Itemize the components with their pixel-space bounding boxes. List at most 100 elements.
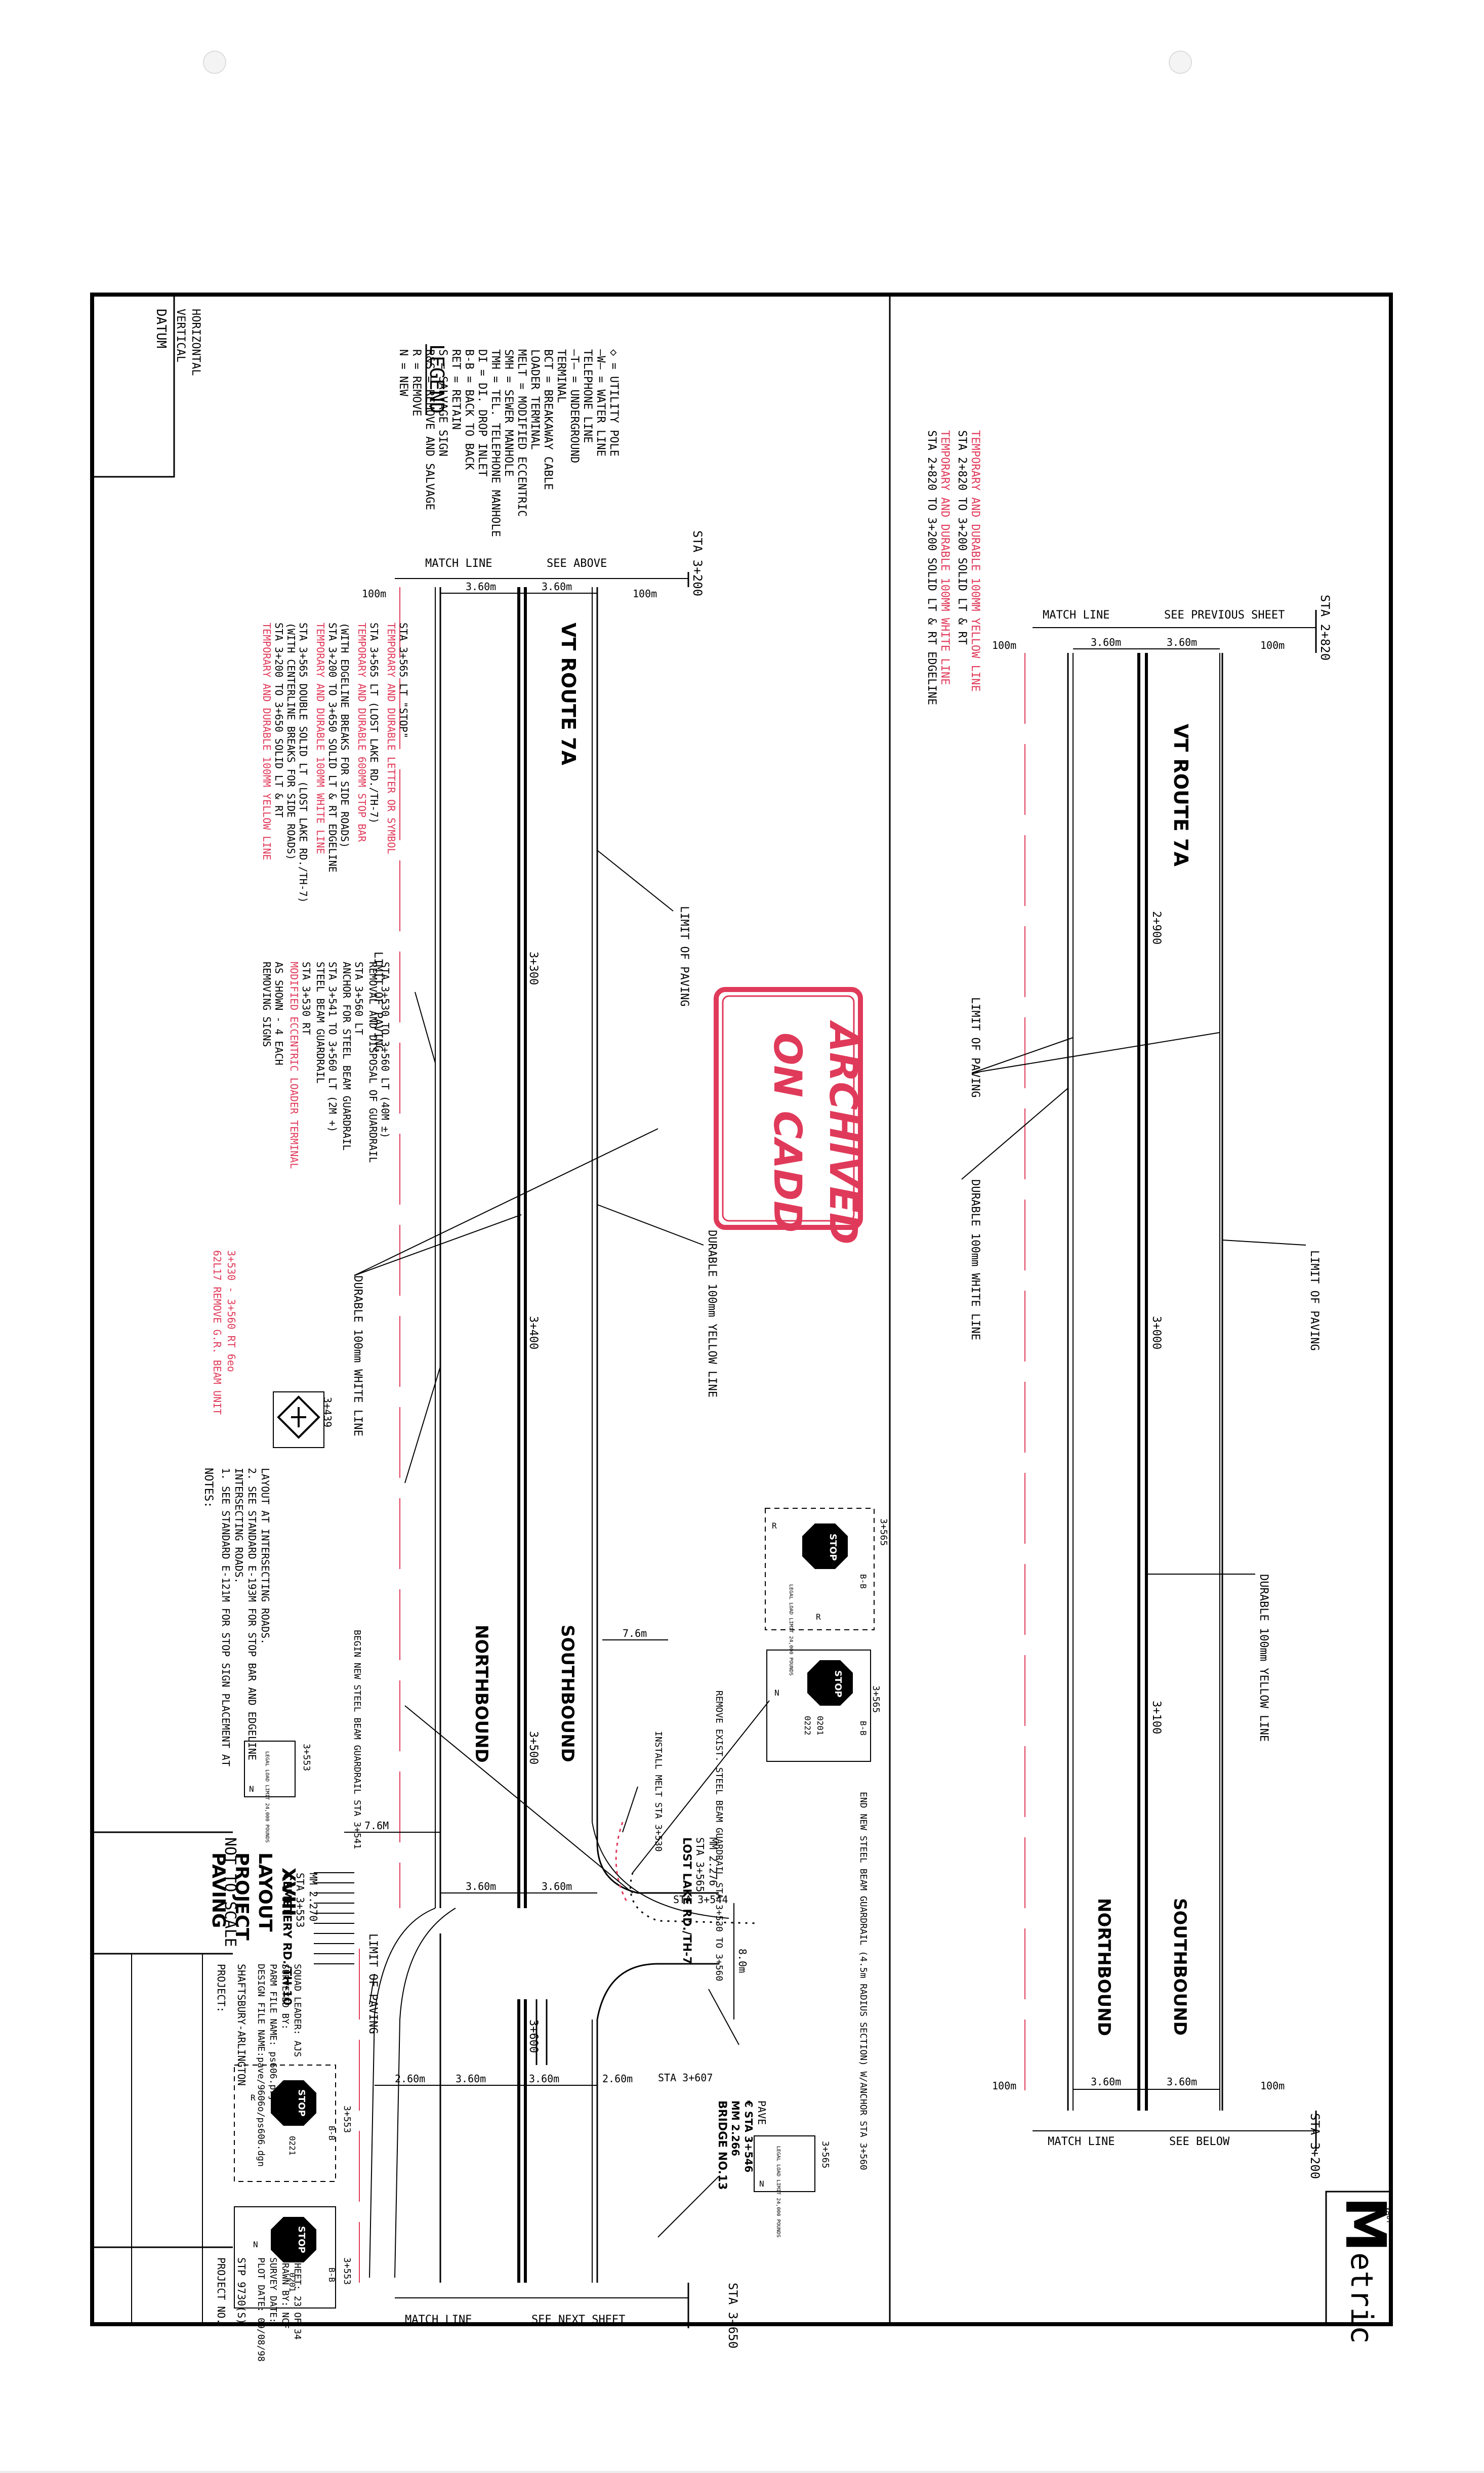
- surveyed-by: SURVEYED BY:: [280, 1964, 291, 2030]
- quantity-line: TEMPORARY AND DURABLE LETTER OR SYMBOL: [385, 623, 397, 854]
- sign-code: 0201: [815, 1716, 825, 1736]
- datum-vertical: VERTICAL: [174, 309, 187, 362]
- stop-sign-icon: [271, 2217, 316, 2262]
- left-sta-3544: STA 3+544: [673, 1893, 728, 1906]
- remove-guardrail-note: REMOVE EXIST. STEEL BEAM GUARDRAIL STA 3…: [714, 1691, 724, 1981]
- left-dim-76b: 7.6M: [364, 1820, 389, 1832]
- left-dim-76: 7.6m: [623, 1627, 647, 1639]
- bridge-label: BRIDGE NO.13 MM 2.266 € STA 3+546 PAVE: [716, 2100, 768, 2190]
- legend-item: SMH = SEWER MANHOLE: [502, 349, 515, 477]
- title-line3: LAYOUT: [255, 1852, 275, 1932]
- left-lane-width: 3.60m: [529, 2073, 559, 2085]
- sign-n: N: [249, 1784, 254, 1794]
- project-number-block: PROJECT NO. STP 9730(S) PLOT DATE: 09/08…: [215, 2257, 303, 2362]
- notes-title: NOTES:: [202, 1468, 215, 1508]
- note-line: 2. SEE STANDARD E-193M FOR STOP BAR AND …: [246, 1468, 258, 1760]
- right-lane-width: 3.60m: [1167, 636, 1197, 648]
- left-callout-paving: LIMIT OF PAVING: [678, 906, 690, 1007]
- datum-block: DATUM VERTICAL HORIZONTAL: [153, 309, 202, 376]
- left-lane-width: 3.60m: [456, 2073, 486, 2085]
- parm-file: PARM FILE NAME: ps606.prj: [268, 1964, 278, 2101]
- weight-sign-text: LEGAL LOAD LIMIT 24,000 POUNDS: [775, 2146, 781, 2238]
- note-line: LAYOUT AT INTERSECTING ROADS.: [259, 1468, 271, 1644]
- logo-text: etric: [1344, 2252, 1379, 2344]
- left-callout-yellow: DURABLE 100mm YELLOW LINE: [706, 1230, 718, 1397]
- quantity-line: STA 3+530 TO 3+560 LT (40M ±): [379, 962, 391, 1138]
- sign-r: R: [816, 1612, 821, 1622]
- legend-item: B-B = BACK TO BACK: [463, 349, 475, 470]
- left-panel-road: [314, 572, 770, 2328]
- right-see-bottom: SEE BELOW: [1169, 2135, 1230, 2148]
- right-southbound: SOUTHBOUND: [1170, 1898, 1190, 2036]
- bridge-mm: MM 2.266: [729, 2100, 741, 2156]
- left-dim-260: 2.60m: [602, 2073, 633, 2085]
- title-line1: PAVING: [208, 1852, 229, 1928]
- vaot-logo: M VAOT etric: [1333, 2197, 1398, 2344]
- stamp-line1: ARCHIVED: [821, 1020, 866, 1245]
- quantity-line: MODIFIED ECCENTRIC LOADER TERMINAL: [288, 962, 300, 1169]
- sign-sta: 3+565: [878, 1518, 889, 1546]
- project-no: STP 9730(S): [235, 2257, 248, 2324]
- sheet-number: SHEET: 23 OF 34: [292, 2257, 303, 2340]
- title-line2: PROJECT: [231, 1852, 252, 1941]
- right-sta-start: STA 2+820: [1318, 595, 1332, 661]
- project-label: PROJECT:: [215, 1964, 227, 2012]
- sign-code: 0222: [803, 1716, 812, 1736]
- legend-item: BCT = BREAKAWAY CABLE: [542, 349, 554, 490]
- quantity-line: STA 3+530 RT: [300, 962, 312, 1035]
- right-callout-yellow: DURABLE 100mm YELLOW LINE: [1257, 1574, 1270, 1742]
- quantity-line: AS SHOWN - 4 EACH: [273, 962, 285, 1065]
- install-melt-note: INSTALL MELT STA 3+530: [653, 1731, 664, 1851]
- right-offset: 100m: [1260, 2080, 1285, 2092]
- archived-stamp: ARCHIVED ON CADD: [765, 1020, 866, 1245]
- note-line: 1. SEE STANDARD E-121M FOR STOP SIGN PLA…: [220, 1468, 232, 1766]
- survey-date: SURVEY DATE:: [268, 2257, 278, 2323]
- left-offset: 100m: [633, 588, 657, 600]
- project-no-label: PROJECT NO.: [215, 2257, 227, 2324]
- quantities-block-2: REMOVING SIGNS AS SHOWN - 4 EACH MODIFIE…: [261, 962, 391, 1169]
- right-lane-width: 3.60m: [1091, 2076, 1121, 2088]
- weight-sign-text: LEGAL LOAD LIMIT 24,000 POUNDS: [264, 1751, 270, 1843]
- left-offset: 100m: [362, 588, 386, 600]
- cemetery-mm: MM 2.270: [307, 1873, 319, 1921]
- project-info: PROJECT: SHAFTSBURY-ARLINGTON DESIGN FIL…: [215, 1964, 303, 2167]
- cemetery-road: CEMETERY RD./TH-10: [280, 1873, 293, 2005]
- legend-item: R&S = REMOVE AND SALVAGE: [423, 349, 436, 510]
- left-southbound: SOUTHBOUND: [557, 1625, 578, 1762]
- left-callout-white: DURABLE 100mm WHITE LINE: [351, 1275, 364, 1436]
- sign-bb: B-B: [327, 2126, 337, 2140]
- left-route-name: VT ROUTE 7A: [557, 623, 580, 766]
- left-lane-width: 3.60m: [542, 1880, 572, 1892]
- right-station: 3+100: [1150, 1701, 1163, 1734]
- quantity-line: TEMPORARY AND DURABLE 100MM YELLOW LINE: [261, 623, 273, 860]
- legend-item: —W— = WATER LINE: [594, 349, 607, 457]
- sheet-border: [90, 293, 1393, 2326]
- cemetery-sta: STA 3+553: [294, 1873, 306, 1927]
- legend-item: MELT = MODIFIED ECCENTRIC: [515, 349, 528, 517]
- red-remove-line: 3+530 - 3+560 RT 6eo: [225, 1250, 237, 1372]
- sign-boxes: [234, 1391, 875, 2309]
- left-sta-3607: STA 3+607: [658, 2072, 713, 2084]
- note-line: INTERSECTING ROADS.: [233, 1468, 245, 1584]
- stop-sign-text: STOP: [296, 2226, 307, 2253]
- stop-sign-text: STOP: [296, 2089, 307, 2117]
- binder-hole: [1169, 51, 1192, 74]
- legend-item: ◇ = UTILITY POLE: [607, 349, 620, 457]
- left-station: 3+300: [527, 952, 540, 985]
- right-callout-white: DURABLE 100mm WHITE LINE: [969, 1179, 981, 1340]
- quantity-line: (WITH CENTERLINE BREAKS FOR SIDE ROADS): [285, 623, 297, 860]
- right-match-top: MATCH LINE: [1043, 609, 1109, 622]
- sign-r: R: [772, 1521, 777, 1531]
- quantity-line: STA 3+200 TO 3+650 SOLID LT & RT: [273, 623, 285, 817]
- left-lane-width: 3.60m: [542, 581, 572, 593]
- legend-item: TELEPHONE LINE: [581, 349, 594, 443]
- quantity-line: STA 3+565 DOUBLE SOLID LT (LOST LAKE RD.…: [297, 623, 309, 903]
- legend-item: RET = RETAIN: [449, 349, 462, 430]
- lost-lake-road: LOST LAKE RD./TH-7: [680, 1837, 693, 1964]
- red-remove-note: 62L17 REMOVE G.R. BEAM UNIT 3+530 - 3+56…: [211, 1250, 237, 1415]
- quantity-line: STEEL BEAM GUARDRAIL: [314, 962, 326, 1084]
- left-dim-80: 8.0m: [736, 1949, 749, 1973]
